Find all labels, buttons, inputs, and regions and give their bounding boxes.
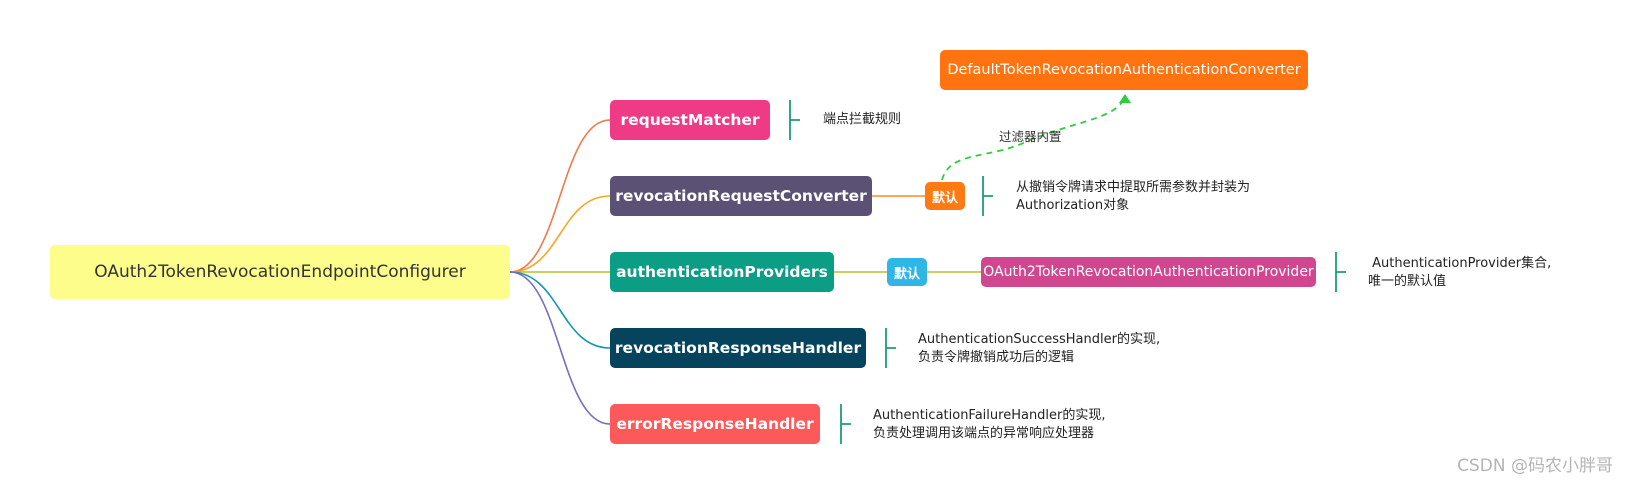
dashed-edge-arrow <box>1119 94 1131 103</box>
leaf-revocation-authentication-provider: OAuth2TokenRevocationAuthenticationProvi… <box>981 257 1316 287</box>
note-line: 从撤销令牌请求中提取所需参数并封装为 <box>1016 180 1251 195</box>
node-authentication-providers: authenticationProviders <box>610 252 834 292</box>
watermark: CSDN @码农小胖哥 <box>1457 456 1613 476</box>
leaf-default-revocation-converter: DefaultTokenRevocationAuthenticationConv… <box>940 50 1308 90</box>
default-tag-converter: 默认 <box>925 182 965 210</box>
note-line: Authorization对象 <box>1016 198 1130 213</box>
edge-label-builtin: 过滤器内置 <box>999 129 1062 144</box>
node-error-response-handler: errorResponseHandler <box>610 404 820 444</box>
note-line: 负责令牌撤销成功后的逻辑 <box>918 350 1075 365</box>
note-response-handler: AuthenticationSuccessHandler的实现, 负责令牌撤销成… <box>918 331 1160 367</box>
dashed-edge-builtin <box>941 94 1126 181</box>
note-request-matcher: 端点拦截规则 <box>823 111 901 129</box>
link-request-matcher <box>509 119 611 273</box>
link-response-handler <box>509 271 611 349</box>
root-node: OAuth2TokenRevocationEndpointConfigurer <box>50 245 510 299</box>
note-request-converter: 从撤销令牌请求中提取所需参数并封装为 Authorization对象 <box>1016 179 1250 215</box>
link-error-handler <box>509 271 611 425</box>
note-line: 端点拦截规则 <box>823 112 902 127</box>
node-revocation-response-handler: revocationResponseHandler <box>610 328 866 368</box>
note-error-handler: AuthenticationFailureHandler的实现, 负责处理调用该… <box>873 407 1106 443</box>
default-tag-providers: 默认 <box>887 258 927 286</box>
note-line: AuthenticationProvider集合, <box>1368 256 1552 271</box>
note-line: 负责处理调用该端点的异常响应处理器 <box>873 426 1095 441</box>
note-line: 唯一的默认值 <box>1368 274 1447 289</box>
link-request-converter <box>509 195 611 273</box>
note-brackets <box>789 100 1346 444</box>
note-line: AuthenticationSuccessHandler的实现, <box>918 332 1161 347</box>
node-revocation-request-converter: revocationRequestConverter <box>610 176 872 216</box>
node-request-matcher: requestMatcher <box>610 100 770 140</box>
note-line: AuthenticationFailureHandler的实现, <box>873 408 1106 423</box>
note-authentication-providers: AuthenticationProvider集合, 唯一的默认值 <box>1368 255 1551 291</box>
